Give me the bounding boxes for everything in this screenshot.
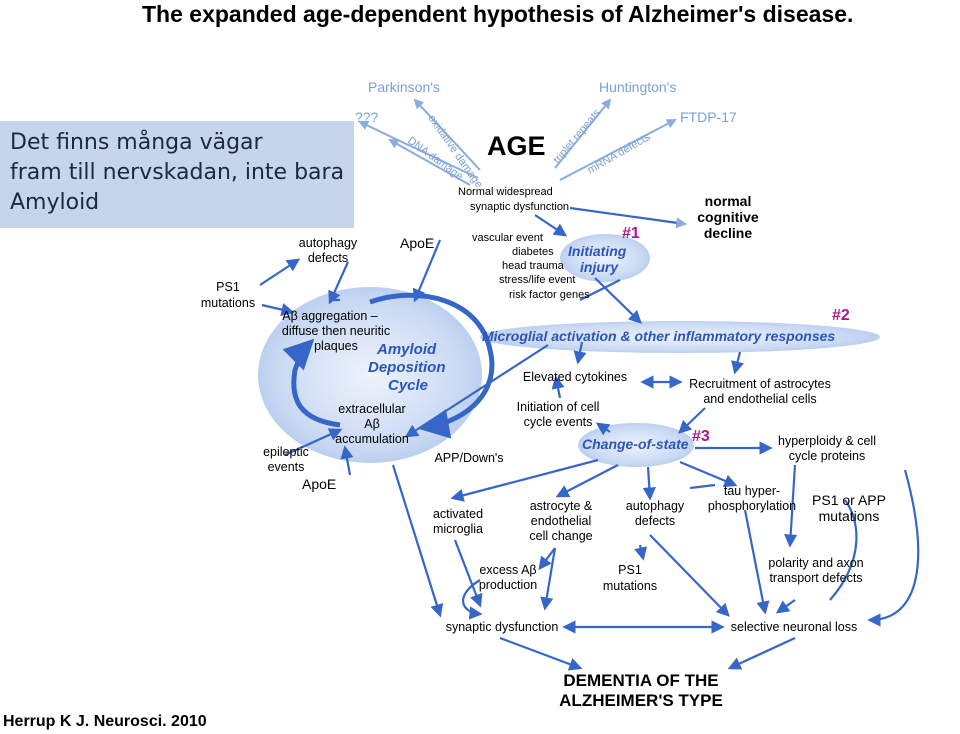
microglial-blob: [480, 321, 880, 353]
astrocyte-change-line: astrocyte &: [530, 499, 593, 513]
normal-decline-line: normal: [705, 193, 752, 209]
normal-decline-line: cognitive: [697, 209, 759, 225]
cycle-arrows: [282, 292, 495, 439]
autophagy-bottom-line: autophagy: [626, 499, 685, 513]
cell-cycle-line: Initiation of cell: [517, 400, 600, 414]
mrna-defects-label: mRNA defects: [586, 131, 653, 177]
app-down-label: APP/Down's: [434, 451, 503, 465]
polarity-line: transport defects: [769, 571, 862, 585]
extracellular-line: accumulation: [335, 432, 409, 446]
hyperploidy-line: hyperploidy & cell: [778, 434, 876, 448]
unknown-label: ???: [355, 109, 379, 125]
badge-1: #1: [622, 225, 640, 242]
triplet-repeats-label: triplet repeats: [551, 107, 603, 166]
amyloid-cycle-line: Cycle: [388, 377, 428, 394]
huntingtons-label: Huntington's: [599, 79, 676, 95]
injury-event: head trauma: [502, 260, 565, 272]
tau-line: phosphorylation: [708, 499, 796, 513]
activated-microglia-line: activated: [433, 507, 483, 521]
recruitment-line: Recruitment of astrocytes: [689, 377, 831, 391]
apoe-bottom-label: ApoE: [302, 476, 336, 492]
polarity-line: polarity and axon: [768, 556, 863, 570]
citation: Herrup K J. Neurosci. 2010: [3, 713, 207, 730]
ps1-left-line: PS1: [216, 280, 240, 294]
activated-microglia-line: microglia: [433, 522, 483, 536]
normal-widespread-line: Normal widespread: [458, 186, 553, 198]
age-arrows: [358, 98, 677, 186]
abeta-aggregation-line: Aβ aggregation –: [282, 309, 378, 323]
apoe-top-label: ApoE: [400, 235, 434, 251]
amyloid-cycle-line: Amyloid: [376, 341, 437, 358]
normal-widespread-line: synaptic dysfunction: [470, 201, 569, 213]
pathway-arrows: [259, 206, 920, 671]
excess-abeta-line: excess Aβ: [479, 563, 536, 577]
autophagy-bottom-line: defects: [635, 514, 675, 528]
injury-event: risk factor genes: [509, 289, 590, 301]
parkinsons-label: Parkinson's: [368, 79, 440, 95]
dementia-line: ALZHEIMER'S TYPE: [559, 691, 723, 710]
elevated-cytokines-label: Elevated cytokines: [523, 370, 627, 384]
note-line: fram till nervskadan, inte bara: [10, 160, 345, 185]
note-line: Det finns många vägar: [10, 130, 263, 155]
initiating-injury-line: injury: [580, 259, 619, 275]
ps1-left-line: mutations: [201, 296, 255, 310]
extracellular-line: extracellular: [338, 402, 405, 416]
extracellular-line: Aβ: [364, 417, 380, 431]
injury-event: stress/life event: [499, 274, 575, 286]
age-label: AGE: [487, 131, 546, 161]
ps1-app-line: PS1 or APP: [812, 492, 886, 508]
badge-2: #2: [832, 307, 850, 324]
autophagy-top-line: defects: [308, 251, 348, 265]
abeta-aggregation-line: diffuse then neuritic: [282, 324, 390, 338]
change-of-state-label: Change-of-state: [582, 436, 689, 452]
astrocyte-change-line: endothelial: [531, 514, 591, 528]
dementia-line: DEMENTIA OF THE: [563, 671, 718, 690]
recruitment-line: and endothelial cells: [703, 392, 816, 406]
note-box: [0, 121, 354, 228]
tau-line: tau hyper-: [724, 484, 780, 498]
cell-cycle-line: cycle events: [524, 415, 593, 429]
injury-event: vascular event: [472, 232, 543, 244]
ps1-bottom-line: mutations: [603, 579, 657, 593]
epileptic-line: epileptic: [263, 445, 309, 459]
note-text: Det finns många vägar fram till nervskad…: [10, 128, 350, 218]
selective-loss-label: selective neuronal loss: [731, 620, 857, 634]
note-line: Amyloid: [10, 190, 100, 215]
excess-abeta-line: production: [479, 578, 537, 592]
page-title: The expanded age-dependent hypothesis of…: [142, 1, 854, 27]
astrocyte-change-line: cell change: [529, 529, 592, 543]
epileptic-line: events: [268, 460, 305, 474]
hyperploidy-line: cycle proteins: [789, 449, 865, 463]
injury-event: diabetes: [512, 246, 554, 258]
abeta-aggregation-line: plaques: [314, 339, 358, 353]
initiating-injury-blob: [560, 234, 650, 282]
normal-decline-line: decline: [704, 225, 752, 241]
ps1-app-line: mutations: [819, 508, 880, 524]
amyloid-cycle-line: Deposition: [368, 359, 446, 376]
ftdp17-label: FTDP-17: [680, 109, 737, 125]
synaptic-dysfunction-label: synaptic dysfunction: [446, 620, 559, 634]
microglial-label: Microglial activation & other inflammato…: [482, 328, 835, 344]
initiating-injury-line: Initiating: [568, 243, 627, 259]
badge-3: #3: [692, 428, 710, 445]
ps1-bottom-line: PS1: [618, 563, 642, 577]
autophagy-top-line: autophagy: [299, 236, 358, 250]
